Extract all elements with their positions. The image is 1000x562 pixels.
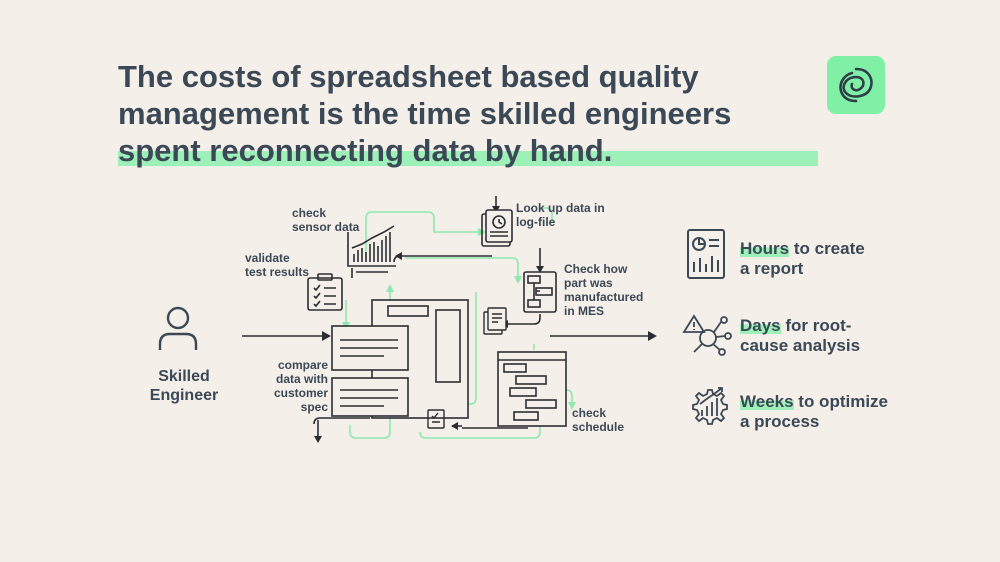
analysis-icon [682, 314, 732, 356]
label-schedule: check schedule [572, 406, 624, 434]
stat-text: cause analysis [740, 336, 861, 355]
label-line: data with [275, 372, 328, 386]
stat-key: Days [740, 316, 781, 335]
engineer-label: Skilled Engineer [140, 367, 228, 405]
engineer-label-line: Engineer [149, 387, 219, 404]
engineer-label-line: Skilled [158, 368, 210, 385]
label-line: Look up data in [516, 201, 605, 215]
headline-highlight: spent reconnecting data by hand. [118, 132, 818, 169]
label-line: in MES [564, 304, 605, 318]
label-check-sensor: check sensor data [292, 206, 359, 234]
label-line: Check how [564, 262, 628, 276]
label-line: test results [245, 265, 310, 279]
person-icon [158, 306, 198, 350]
label-line: compare [277, 358, 328, 372]
label-line: spec [300, 400, 328, 414]
stat-text: a report [740, 259, 804, 278]
label-line: check [292, 206, 327, 220]
stat-days: Days for root- cause analysis [740, 316, 860, 356]
headline-line-1: The costs of spreadsheet based quality [118, 59, 699, 94]
small-clipboard-icon [427, 409, 445, 429]
stat-key: Hours [740, 239, 790, 258]
stat-weeks: Weeks to optimize a process [740, 392, 888, 432]
stat-text: to create [789, 239, 865, 258]
optimize-icon [692, 387, 728, 425]
label-line: sensor data [292, 220, 360, 234]
sensor-chart-icon [347, 225, 396, 273]
schedule-gantt [497, 351, 567, 427]
swirl-logo-icon [839, 67, 873, 103]
stat-key: Weeks [740, 392, 794, 411]
headline-line-2: management is the time skilled engineers [118, 96, 732, 131]
label-line: schedule [572, 420, 625, 434]
label-line: customer [273, 386, 328, 400]
spreadsheet-windows [331, 299, 469, 419]
stat-text: to optimize [793, 392, 889, 411]
label-line: validate [245, 251, 290, 265]
label-check-mes: Check how part was manufactured in MES [564, 262, 643, 318]
label-line: manufactured [564, 290, 644, 304]
report-icon [687, 229, 725, 279]
label-line: log-file [516, 215, 556, 229]
headline: The costs of spreadsheet based quality m… [118, 58, 818, 169]
small-document-icon [483, 307, 507, 335]
label-line: check [572, 406, 607, 420]
stat-hours: Hours to create a report [740, 239, 865, 279]
log-file-icon [481, 209, 513, 247]
mes-flowchart-icon [523, 271, 557, 313]
brand-logo [827, 56, 885, 114]
label-validate: validate test results [245, 251, 309, 279]
stat-text: for root- [780, 316, 852, 335]
checklist-icon [307, 273, 343, 311]
label-lookup: Look up data in log-file [516, 201, 605, 229]
stat-text: a process [740, 412, 820, 431]
label-compare: compare data with customer spec [272, 358, 328, 414]
label-line: part was [564, 276, 613, 290]
